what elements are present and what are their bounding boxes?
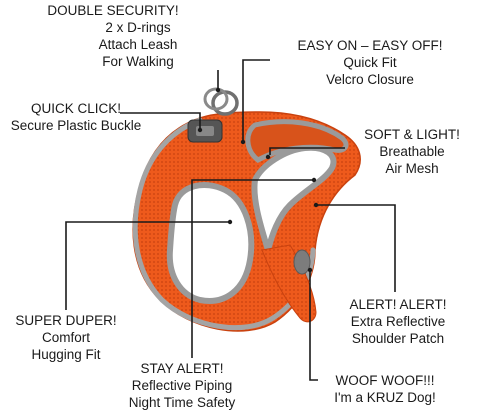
callout-comfort-line3: Hugging Fit: [31, 347, 101, 362]
callout-brand-title: WOOF WOOF!!!: [335, 373, 435, 388]
callout-d-rings-line2: 2 x D-rings: [105, 20, 171, 35]
callout-piping-title: STAY ALERT!: [140, 361, 224, 376]
callout-line-comfort: [65, 221, 228, 310]
callout-velcro-line2: Quick Fit: [343, 55, 397, 70]
callout-comfort: SUPER DUPER! Comfort Hugging Fit: [2, 312, 130, 363]
callout-buckle-title: QUICK CLICK!: [30, 101, 122, 116]
callout-mesh: SOFT & LIGHT! Breathable Air Mesh: [350, 126, 474, 177]
callout-patch: ALERT! ALERT! Extra Reflective Shoulder …: [322, 296, 474, 347]
callout-velcro-title: EASY ON – EASY OFF!: [297, 38, 443, 53]
callout-d-rings-title: DOUBLE SECURITY!: [47, 3, 179, 18]
callout-mesh-line2: Breathable: [379, 144, 445, 159]
callout-piping: STAY ALERT! Reflective Piping Night Time…: [114, 360, 250, 411]
callout-piping-line2: Reflective Piping: [131, 378, 233, 393]
callout-brand: WOOF WOOF!!! I'm a KRUZ Dog!: [320, 372, 450, 406]
harness-opening-left: [166, 182, 255, 304]
callout-buckle: QUICK CLICK! Secure Plastic Buckle: [2, 100, 150, 134]
callout-velcro-line3: Velcro Closure: [326, 72, 414, 87]
callout-d-rings-line3: Attach Leash: [98, 37, 178, 52]
callout-buckle-line2: Secure Plastic Buckle: [10, 118, 142, 133]
d-ring-back: [203, 87, 229, 111]
mesh-panel: [245, 119, 349, 163]
callout-line-brand: [309, 272, 318, 381]
callout-mesh-title: SOFT & LIGHT!: [364, 127, 460, 142]
callout-line-buckle: [120, 112, 201, 128]
callout-lines: [65, 59, 396, 381]
callout-piping-line3: Night Time Safety: [128, 395, 236, 410]
callout-mesh-line3: Air Mesh: [385, 161, 439, 176]
callout-velcro: EASY ON – EASY OFF! Quick Fit Velcro Clo…: [268, 37, 472, 88]
callout-line-velcro: [242, 59, 270, 140]
callout-brand-line2: I'm a KRUZ Dog!: [334, 390, 436, 405]
reflective-piping: [132, 117, 316, 331]
reflective-patch: [293, 249, 311, 275]
callout-comfort-title: SUPER DUPER!: [15, 313, 117, 328]
callout-line-patch: [318, 204, 396, 292]
callout-d-rings: DOUBLE SECURITY! 2 x D-rings Attach Leas…: [8, 2, 218, 70]
callout-line-mesh: [269, 147, 345, 155]
callout-line-piping: [191, 179, 312, 358]
callout-patch-line3: Shoulder Patch: [351, 331, 445, 346]
callout-comfort-line2: Comfort: [41, 330, 90, 345]
callout-patch-line2: Extra Reflective: [350, 314, 446, 329]
callout-patch-title: ALERT! ALERT!: [349, 297, 447, 312]
callout-d-rings-line4: For Walking: [102, 54, 174, 69]
